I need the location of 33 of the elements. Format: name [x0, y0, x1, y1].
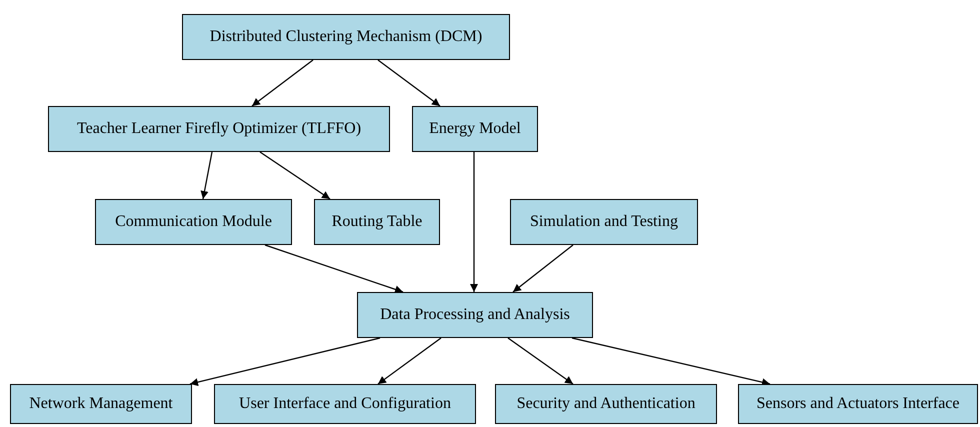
box-label: User Interface and Configuration: [239, 394, 451, 414]
process-box: [10, 384, 192, 424]
process-box: [214, 384, 476, 424]
arrow: [378, 338, 442, 384]
process-box: [495, 384, 717, 424]
process-box: [738, 384, 978, 424]
box-label: Security and Authentication: [516, 394, 696, 414]
arrow: [190, 337, 380, 386]
arrow: [200, 152, 213, 200]
box-label: Simulation and Testing: [530, 212, 678, 232]
box-label: Data Processing and Analysis: [380, 305, 570, 325]
box-label: Energy Model: [429, 119, 521, 139]
process-box: [510, 199, 698, 245]
arrow: [378, 60, 440, 106]
box-label: Communication Module: [115, 212, 272, 232]
box-label: Distributed Clustering Mechanism (DCM): [210, 27, 482, 47]
arrow: [508, 338, 574, 384]
arrow: [572, 337, 770, 386]
process-box: [48, 106, 390, 152]
box-label: Sensors and Actuators Interface: [756, 394, 960, 414]
process-box: [95, 199, 292, 245]
process-box: [182, 14, 510, 60]
process-box: [412, 106, 538, 152]
box-label: Network Management: [29, 394, 173, 414]
arrow: [470, 152, 478, 292]
process-box: [357, 292, 593, 338]
arrow: [264, 244, 404, 294]
arrow: [260, 152, 330, 200]
box-label: Routing Table: [332, 212, 422, 232]
box-label: Teacher Learner Firefly Optimizer (TLFFO): [76, 119, 362, 139]
arrow: [512, 244, 574, 292]
arrow: [252, 60, 314, 106]
process-box: [314, 199, 440, 245]
